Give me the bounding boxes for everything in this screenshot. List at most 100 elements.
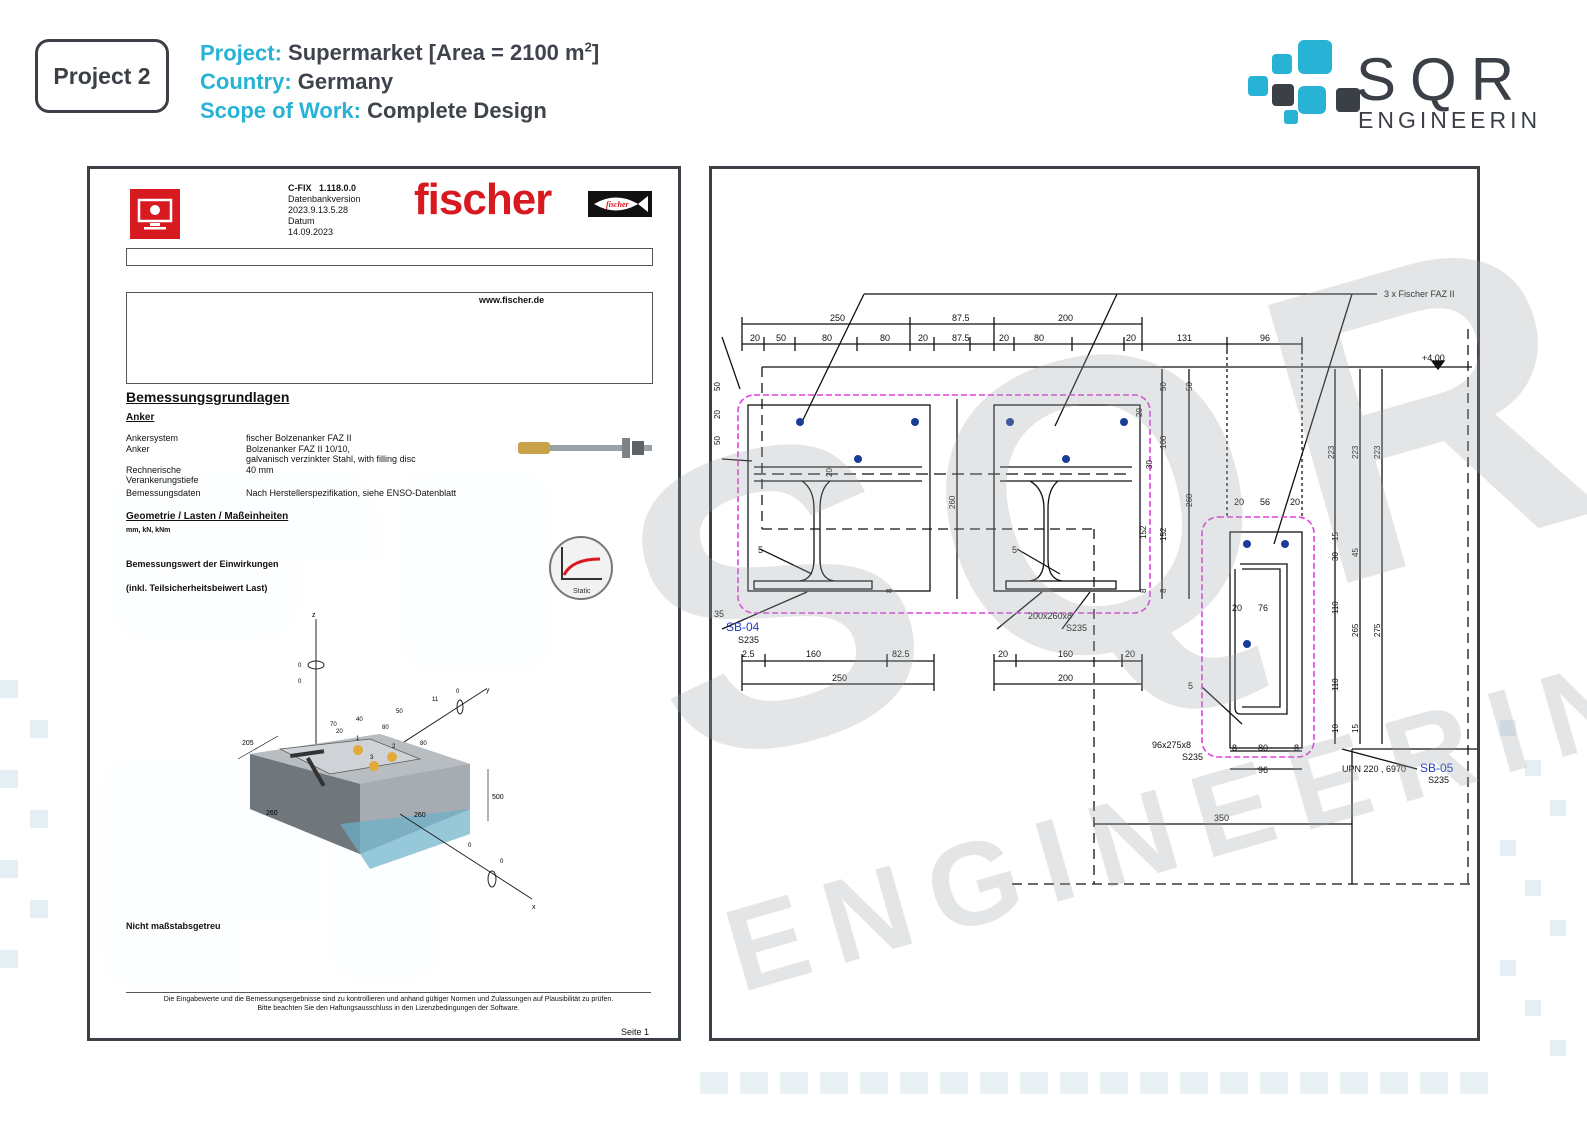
project-info: Project: Supermarket [Area = 2100 m2] Co… <box>200 33 599 125</box>
disclaimer-line-2: Bitte beachten Sie den Haftungsausschlus… <box>257 1005 520 1012</box>
svg-text:20: 20 <box>918 333 928 343</box>
svg-text:250: 250 <box>832 673 847 683</box>
cad-drawing-panel: 3 x Fischer FAZ II +4.00 250 87.5 200 20… <box>709 166 1480 1041</box>
svg-text:z: z <box>312 612 316 619</box>
scope-value: Complete Design <box>367 98 547 124</box>
svg-text:87.5: 87.5 <box>952 333 970 343</box>
svg-text:96x275x8: 96x275x8 <box>1152 740 1191 750</box>
svg-text:80: 80 <box>880 333 890 343</box>
software-version: 1.118.0.0 <box>319 183 357 193</box>
svg-text:205: 205 <box>242 740 254 747</box>
section-title: Bemessungsgrundlagen <box>126 389 290 405</box>
svg-text:70: 70 <box>330 722 337 728</box>
section-mark-sb05: SB-05 <box>1420 761 1454 775</box>
actions-subtitle: (inkl. Teilsicherheitsbeiwert Last) <box>126 583 268 593</box>
row-label: Verankerungstiefe <box>126 475 199 485</box>
svg-text:131: 131 <box>1177 333 1192 343</box>
svg-text:80: 80 <box>1258 743 1268 753</box>
svg-text:80: 80 <box>822 333 832 343</box>
svg-text:15: 15 <box>1351 724 1360 733</box>
svg-text:76: 76 <box>1258 603 1268 613</box>
svg-text:260: 260 <box>948 495 957 509</box>
software-line: C-FIX 1.118.0.0 <box>288 183 361 194</box>
level-mark: +4.00 <box>1422 353 1445 363</box>
svg-text:250: 250 <box>830 313 845 323</box>
software-name: C-FIX <box>288 183 312 193</box>
section-mark-sb04: SB-04 <box>726 620 760 634</box>
row-value: 40 mm <box>246 464 274 475</box>
svg-text:80: 80 <box>420 741 427 747</box>
fischer-logo: fischer <box>414 175 552 224</box>
svg-text:8: 8 <box>1294 743 1299 753</box>
svg-text:20: 20 <box>750 333 760 343</box>
svg-text:5: 5 <box>1188 681 1193 691</box>
svg-text:87.5: 87.5 <box>952 313 970 323</box>
svg-text:y: y <box>486 687 490 694</box>
svg-text:20: 20 <box>998 649 1008 659</box>
svg-text:UPN 220 , 6970: UPN 220 , 6970 <box>1342 764 1406 774</box>
project-value-text: Supermarket [Area = 2100 m <box>288 40 585 66</box>
table-row: Anker Bolzenanker FAZ II 10/10, <box>126 444 456 455</box>
row-value: fischer Bolzenanker FAZ II <box>246 433 352 443</box>
svg-text:223: 223 <box>1351 445 1360 459</box>
svg-text:5: 5 <box>1012 545 1017 555</box>
svg-text:1: 1 <box>356 736 360 742</box>
svg-text:10: 10 <box>1331 724 1340 733</box>
svg-text:100: 100 <box>1159 435 1168 449</box>
row-value: galvanisch verzinkter Stahl, with fillin… <box>246 454 416 464</box>
project-badge: Project 2 <box>35 39 169 113</box>
svg-text:8: 8 <box>1232 743 1237 753</box>
svg-text:200x260x8: 200x260x8 <box>1028 611 1072 621</box>
svg-text:50: 50 <box>396 709 403 715</box>
svg-text:82.5: 82.5 <box>892 649 910 659</box>
svg-text:260: 260 <box>1185 493 1194 507</box>
project-value: Supermarket [Area = 2100 m2] <box>288 40 599 65</box>
svg-text:260: 260 <box>266 810 278 817</box>
svg-text:5: 5 <box>758 545 763 555</box>
cfix-app-icon <box>130 189 180 239</box>
country-line: Country: Germany <box>200 67 599 96</box>
svg-text:20: 20 <box>825 468 834 477</box>
row-value: Bolzenanker FAZ II 10/10, <box>246 443 351 454</box>
row-label: Rechnerische <box>126 464 182 475</box>
report-page: C-FIX 1.118.0.0 Datenbankversion 2023.9.… <box>87 166 681 1041</box>
not-to-scale: Nicht maßstabsgetreu <box>126 921 221 931</box>
project-line: Project: Supermarket [Area = 2100 m2] <box>200 33 599 67</box>
svg-text:20: 20 <box>999 333 1009 343</box>
svg-text:223: 223 <box>1373 445 1382 459</box>
row-value: Nach Herstellerspezifikation, siehe ENSO… <box>246 487 457 498</box>
logo-mark-icon <box>1248 40 1360 124</box>
svg-text:S235: S235 <box>1066 623 1087 633</box>
svg-text:50: 50 <box>1159 382 1168 391</box>
db-value: 2023.9.13.5.28 <box>288 205 349 215</box>
svg-text:2.5: 2.5 <box>742 649 755 659</box>
svg-text:20: 20 <box>1232 603 1242 613</box>
table-row: Rechnerische 40 mm <box>126 465 456 476</box>
date-label: Datum <box>288 216 315 226</box>
svg-text:3: 3 <box>370 755 374 761</box>
svg-text:0: 0 <box>298 679 302 685</box>
svg-text:200: 200 <box>1058 313 1073 323</box>
page-number: Seite 1 <box>621 1027 650 1037</box>
svg-text:0: 0 <box>456 689 460 695</box>
svg-text:35: 35 <box>714 609 724 619</box>
svg-text:45: 45 <box>1351 548 1360 557</box>
address-box: www.fischer.de <box>126 292 653 384</box>
svg-text:160: 160 <box>806 649 821 659</box>
svg-text:20: 20 <box>1234 497 1244 507</box>
svg-text:50: 50 <box>776 333 786 343</box>
svg-text:20: 20 <box>1126 333 1136 343</box>
row-label: Ankersystem <box>126 433 179 443</box>
svg-text:15: 15 <box>1331 532 1340 541</box>
project-value-sup: 2 <box>584 40 592 55</box>
row-label: Anker <box>126 443 150 454</box>
db-label: Datenbankversion <box>288 194 361 204</box>
svg-text:50: 50 <box>713 382 722 391</box>
svg-text:56: 56 <box>1260 497 1270 507</box>
svg-text:20: 20 <box>336 729 343 735</box>
svg-text:20: 20 <box>1290 497 1300 507</box>
svg-text:500: 500 <box>492 794 504 801</box>
svg-text:2: 2 <box>392 744 396 750</box>
svg-text:96: 96 <box>1258 765 1268 775</box>
